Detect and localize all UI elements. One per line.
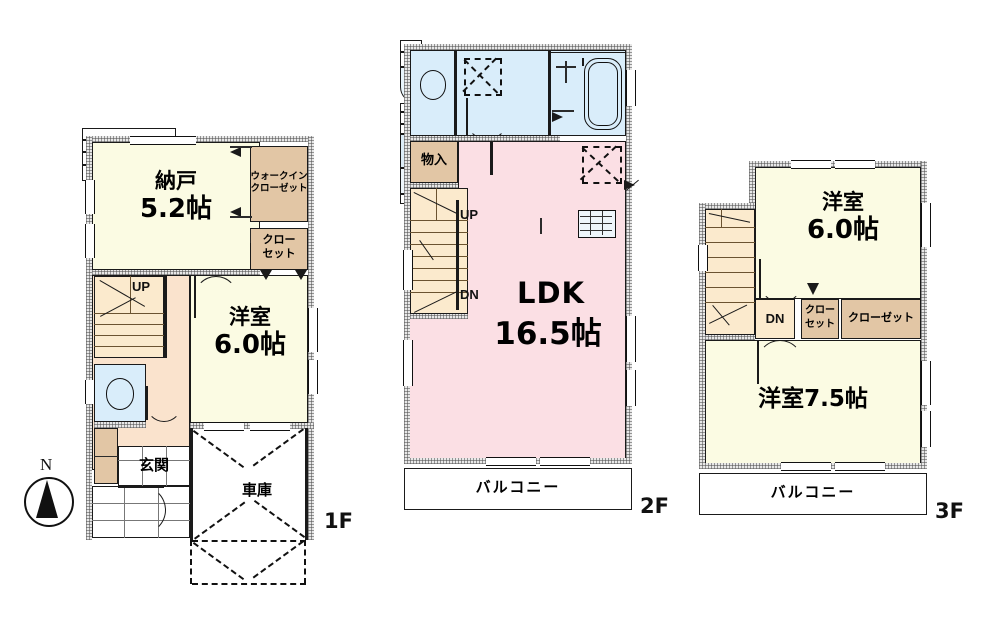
closet-small-3f-label-line1: クロー <box>805 305 835 316</box>
gas-stove-fixture <box>578 210 616 238</box>
toilet-bowl-icon-2f <box>420 70 446 100</box>
monoire-label: 物入 <box>420 153 447 168</box>
stair-up-label-1f: UP <box>132 279 151 294</box>
ldk-label: LDK <box>516 276 586 310</box>
washer-space-icon <box>464 58 502 96</box>
room-nando <box>92 142 260 270</box>
room-western-75-label: 洋室7.5帖 <box>758 386 868 412</box>
closet-1f-label-line1: クロー <box>262 233 296 246</box>
room-closet-wide-3f <box>841 299 921 339</box>
genkan-label: 玄関 <box>138 456 169 474</box>
closet-small-3f-label-line2: セット <box>805 319 835 330</box>
stair-down-label-2f: DN <box>460 287 479 302</box>
balcony-2f-label: バルコニー <box>475 478 561 496</box>
room-western-6-3f-size: 6.0帖 <box>806 215 880 245</box>
room-nando-size: 5.2帖 <box>139 194 213 224</box>
compass-north-icon: N <box>14 455 84 550</box>
stair-up-label-2f: UP <box>460 207 479 222</box>
room-western-6-size: 6.0帖 <box>213 330 287 360</box>
room-nando-label: 納戸 <box>155 169 197 193</box>
ldk-size-label: 16.5帖 <box>494 316 602 352</box>
floor-tag-2f: 2F <box>640 494 669 518</box>
closet-wide-3f-label: クローゼット <box>848 311 914 324</box>
closet-1f-label-line2: セット <box>262 247 296 260</box>
room-western-6-3f-label: 洋室 <box>822 190 864 214</box>
staircase-1f <box>94 276 164 358</box>
room-walk-in-closet <box>250 146 308 222</box>
room-closet-1f <box>250 228 308 270</box>
balcony-3f <box>699 473 927 515</box>
floor-tag-3f: 3F <box>935 499 964 523</box>
floor-plan-3f: 洋室 6.0帖 DN クロー セット クローゼット 洋室7.5帖 <box>695 155 964 545</box>
room-western-75-3f <box>705 340 921 468</box>
balcony-2f <box>404 468 632 510</box>
room-monoire <box>410 141 458 183</box>
room-ldk <box>458 141 626 464</box>
balcony-3f-label: バルコニー <box>770 483 856 501</box>
stair-down-label-3f: DN <box>765 311 785 326</box>
stair-landing-3f <box>755 299 795 339</box>
floor-tag-1f: 1F <box>324 509 353 533</box>
walk-in-closet-label-line2: クローゼット <box>250 183 308 194</box>
room-closet-small-3f <box>801 299 839 339</box>
room-western-6-label: 洋室 <box>229 305 271 329</box>
toilet-bowl-icon <box>106 378 134 410</box>
vent-dashed-icon <box>582 146 622 184</box>
garage-label: 車庫 <box>241 481 272 499</box>
walk-in-closet-label-line1: ウォークイン <box>250 171 308 182</box>
room-genkan <box>118 446 190 486</box>
floor-plan-2f: 物入 LDK 16.5帖 UP DN <box>400 40 669 540</box>
compass-north-label: N <box>40 455 53 474</box>
floor-plan-1f: 納戸 5.2帖 ウォークイン クローゼット クロー セット UP <box>82 128 353 585</box>
